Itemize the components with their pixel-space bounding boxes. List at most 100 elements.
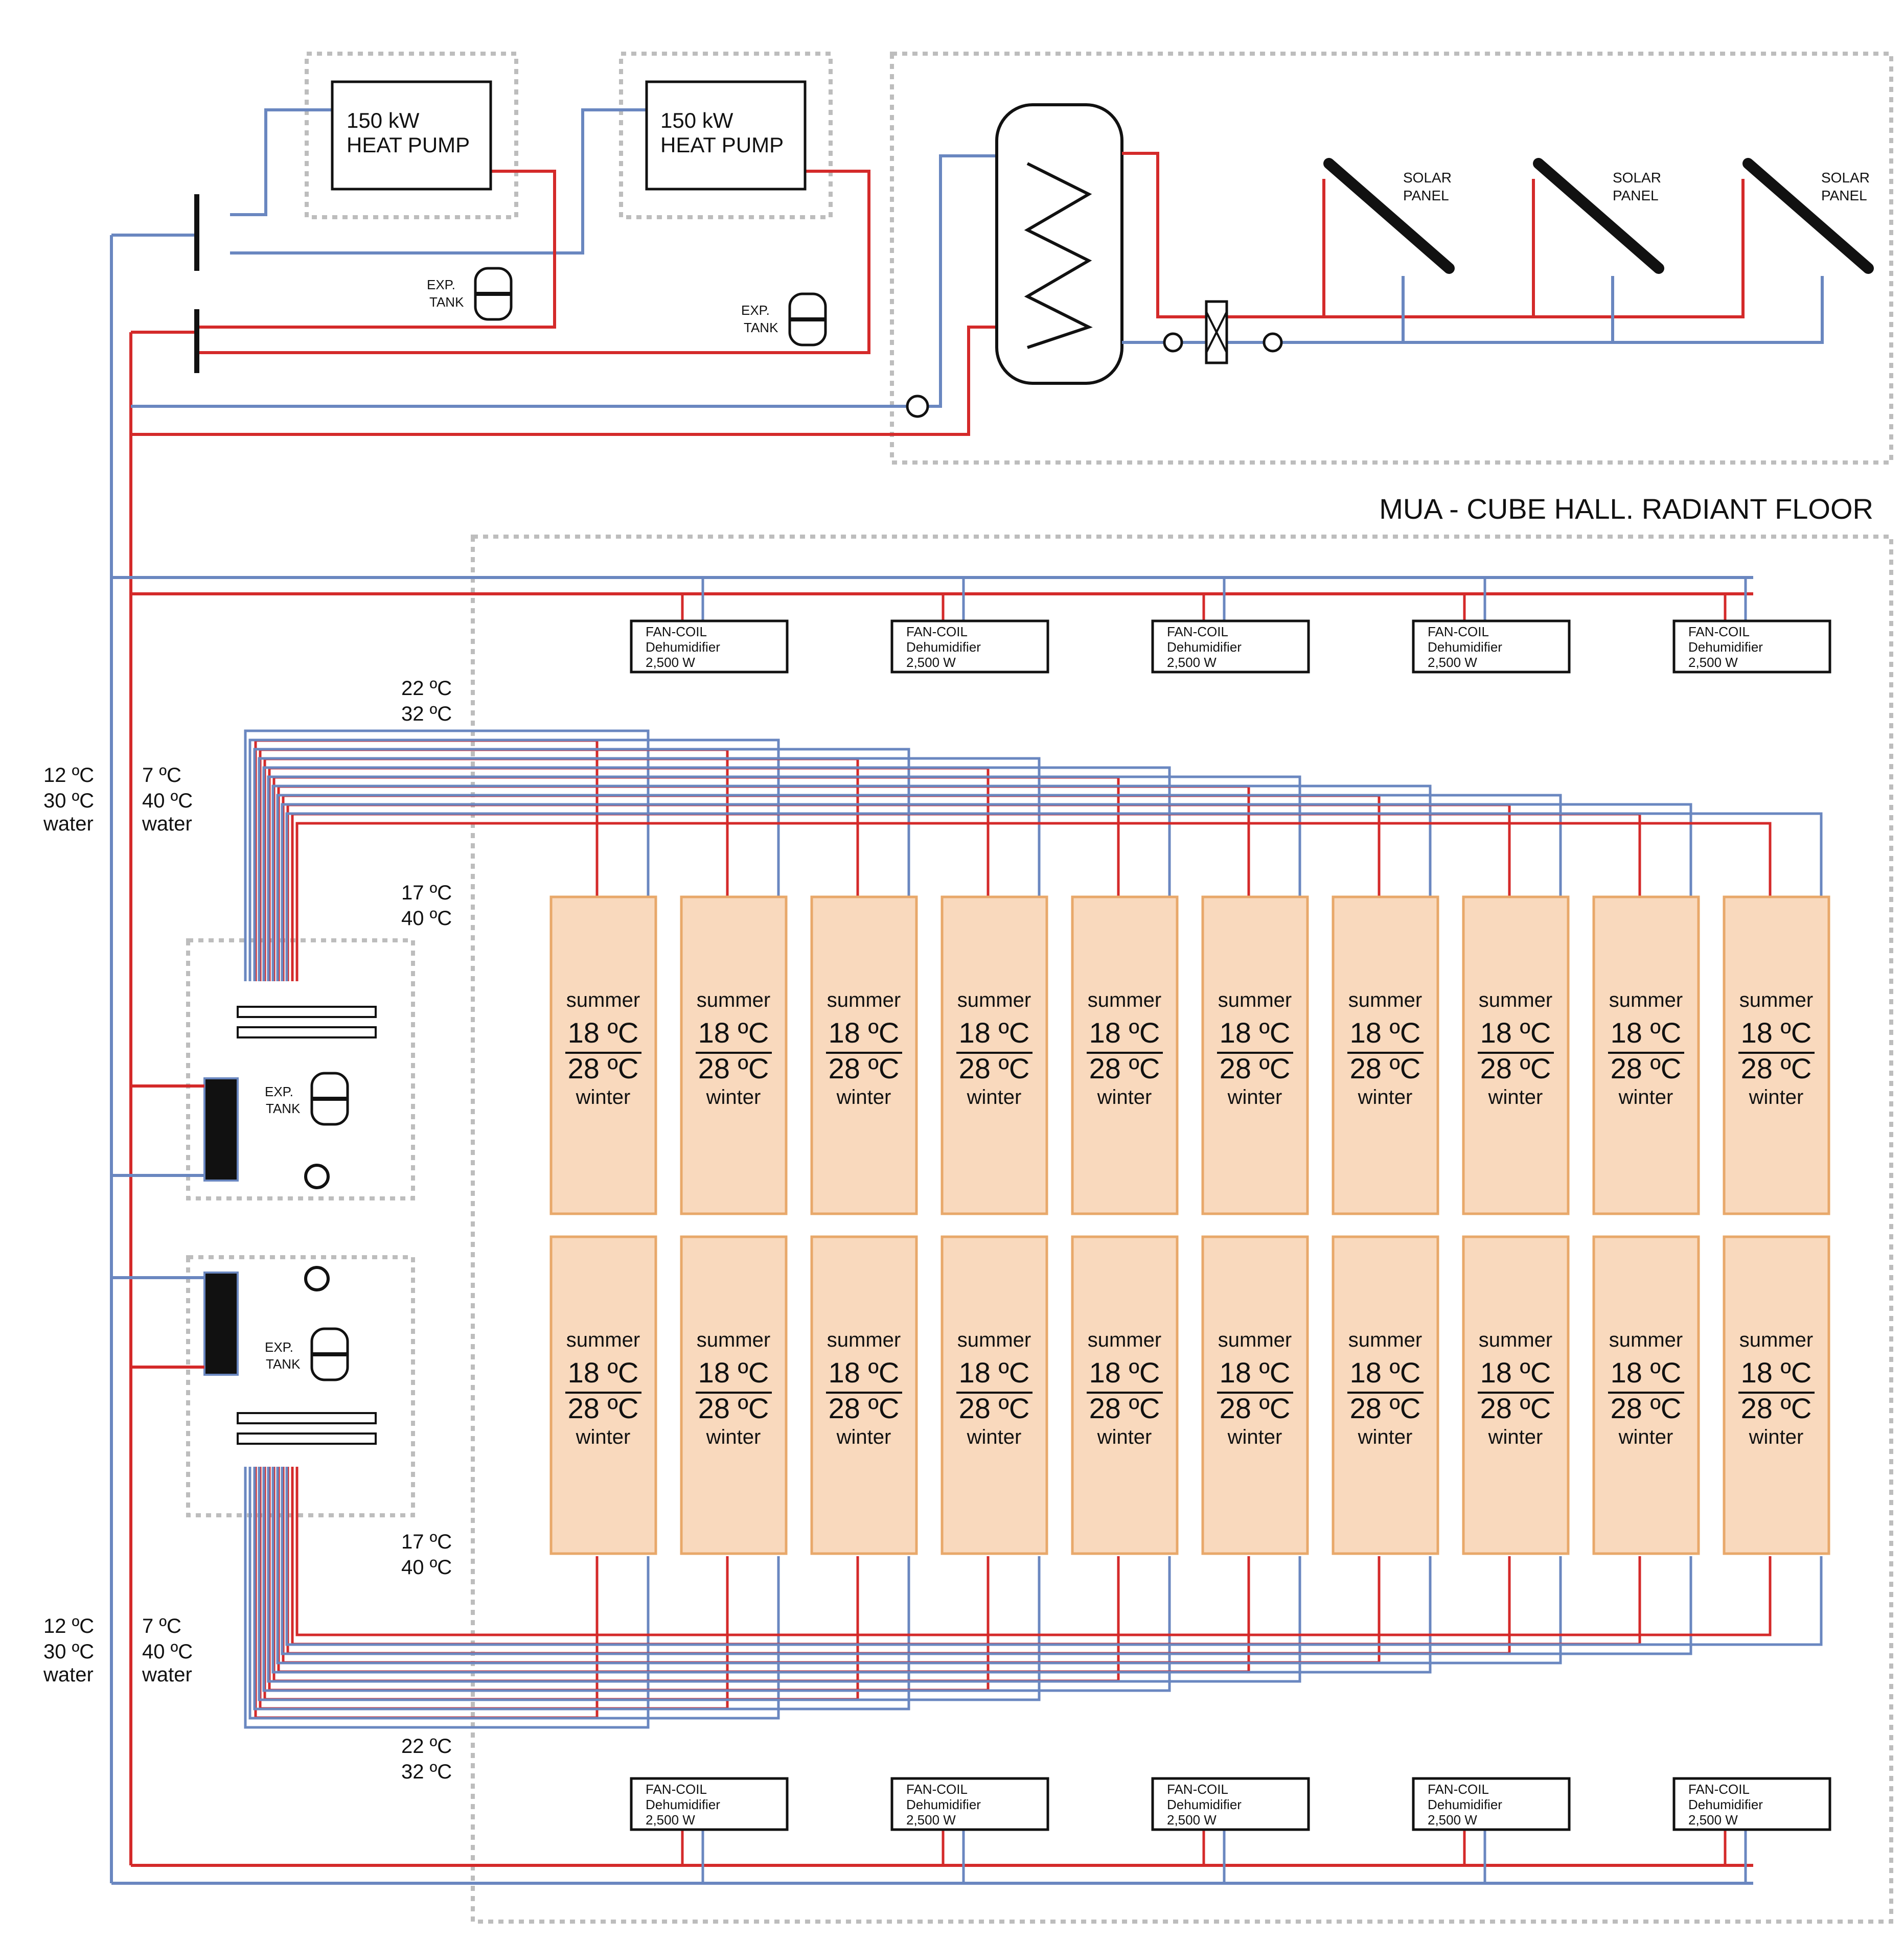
zone-temp-summer: 18 ºC [1089,1356,1160,1389]
loop-return-bottom [271,1467,1432,1674]
fan-coil-power: 2,500 W [1688,1812,1738,1828]
zone-temp-summer: 18 ºC [568,1356,639,1389]
zone-season-summer: summer [1739,1329,1813,1351]
zone-temp-winter: 28 ºC [959,1392,1030,1424]
fan-coil-sub: Dehumidifier [646,639,720,655]
svg-text:water: water [142,1663,192,1686]
temp-label-fancoil-top: 7 ºC 40 ºC water [142,764,193,835]
svg-text:7 ºC: 7 ºC [142,764,181,787]
zone-temp-summer: 18 ºC [1220,1356,1291,1389]
solar-system-boundary [890,52,1893,465]
boundary-boxes [186,52,1893,1924]
svg-text:12 ºC: 12 ºC [43,764,94,787]
heat-exchanger-solar [1205,300,1228,364]
zone-temp-summer: 18 ºC [568,1016,639,1049]
zone-season-winter: winter [1618,1426,1673,1448]
solar-loop-piping [1122,152,1824,344]
loop-return-bottom [253,1467,910,1711]
svg-text:17 ºC: 17 ºC [401,1531,452,1553]
loop-return-top [285,812,1823,981]
fan-coil-label: FAN-COIL [646,624,707,639]
svg-text:40 ºC: 40 ºC [401,1556,452,1579]
svg-text:SOLAR: SOLAR [1821,170,1870,186]
zone-season-winter: winter [836,1086,891,1108]
temp-label-main-top: 12 ºC 30 ºC water [43,764,94,835]
loop-supply-bottom [295,1467,1772,1636]
heat-pump-1-line2: HEAT PUMP [347,133,470,157]
temp-label-loop-return-top: 22 ºC 32 ºC [401,677,452,725]
zone-season-summer: summer [957,1329,1031,1351]
zone-season-winter: winter [1358,1086,1413,1108]
zone-season-summer: summer [1479,989,1552,1011]
pump-icon [906,332,1283,418]
svg-text:30 ºC: 30 ºC [43,790,94,812]
zone-season-summer: summer [1218,989,1292,1011]
zone-season-summer: summer [1739,989,1813,1011]
storage-tank [995,103,1123,385]
zone-temp-winter: 28 ºC [1611,1392,1682,1424]
loop-return-top [262,766,1171,981]
zone-season-winter: winter [1358,1426,1413,1448]
loop-supply-top [259,748,729,981]
loop-return-bottom [248,1467,780,1720]
zone-season-summer: summer [1088,1329,1161,1351]
zone-season-winter: winter [1227,1426,1282,1448]
svg-text:water: water [142,813,192,835]
zone-temp-summer: 18 ºC [1350,1356,1421,1389]
heat-pump-2[interactable]: 150 kW HEAT PUMP [645,80,807,191]
zone-season-winter: winter [1749,1426,1804,1448]
svg-text:water: water [43,813,94,835]
zone-season-winter: winter [967,1086,1022,1108]
solar-panel-3: SOLAR PANEL [1742,158,1874,274]
fan-coil-sub: Dehumidifier [1428,1797,1502,1812]
zone-season-winter: winter [1097,1426,1152,1448]
loop-return-bottom [267,1467,1301,1683]
fan-coil-sub: Dehumidifier [906,639,981,655]
heat-pump-1[interactable]: 150 kW HEAT PUMP [331,80,492,191]
zone-season-summer: summer [566,1329,640,1351]
fan-coil-power: 2,500 W [1167,655,1217,670]
zone-season-summer: summer [1479,1329,1552,1351]
zone-season-summer: summer [827,1329,901,1351]
fan-coil-sub: Dehumidifier [1167,639,1242,655]
svg-text:TANK: TANK [429,294,464,310]
loop-return-bottom [258,1467,1041,1701]
fan-coil-label: FAN-COIL [646,1782,707,1797]
loop-return-top [271,784,1432,981]
zone-temp-winter: 28 ºC [1350,1052,1421,1084]
zone-temp-winter: 28 ºC [568,1392,639,1424]
svg-text:SOLAR: SOLAR [1403,170,1452,186]
zone-temp-winter: 28 ºC [1220,1052,1291,1084]
